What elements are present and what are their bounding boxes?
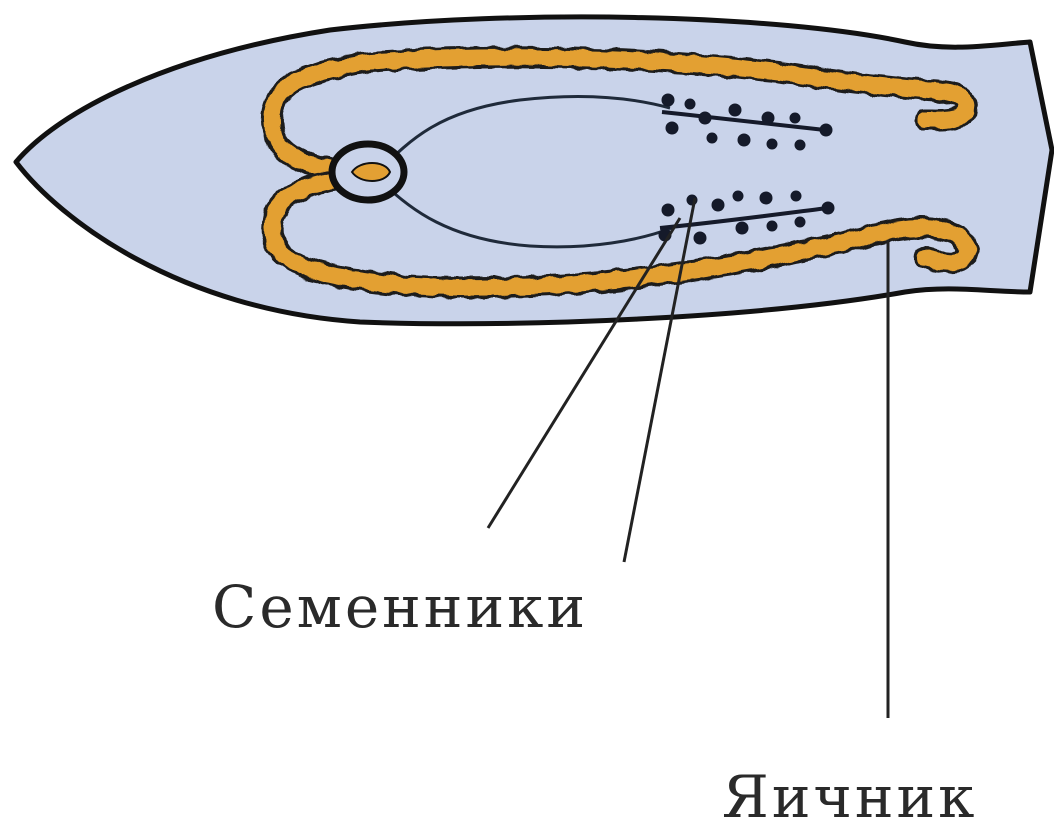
ring-icon — [332, 144, 404, 200]
label-ovary: Яичник — [722, 768, 977, 826]
label-testes: Семенники — [212, 578, 588, 636]
